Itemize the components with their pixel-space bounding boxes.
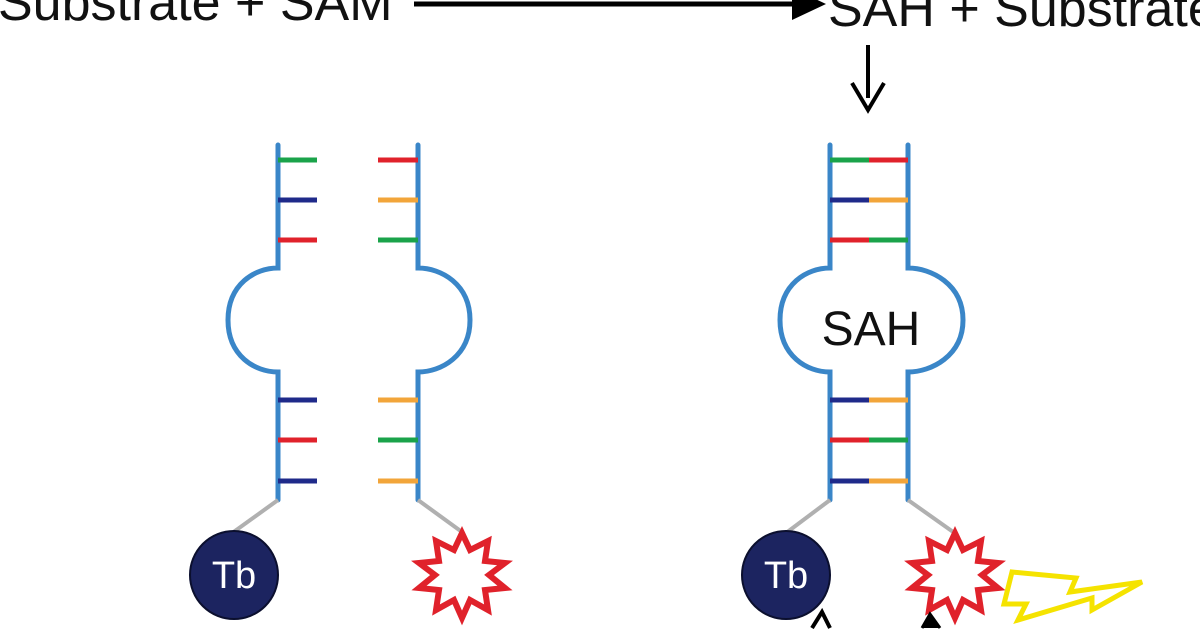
lightning-bolt-icon <box>1000 569 1144 625</box>
right-strand <box>415 142 473 503</box>
excitation-arrow-fragment <box>810 607 832 629</box>
terbium-donor-circle <box>189 530 279 620</box>
terbium-donor-label: Tb <box>212 555 256 597</box>
unbound-aptamer: Tb <box>189 142 513 626</box>
acceptor-linker <box>416 498 464 534</box>
bound-terbium-donor-label: Tb <box>764 555 808 597</box>
bound-right-strand <box>905 142 966 503</box>
bound-left-strand <box>777 142 833 503</box>
reaction-left-text: Substrate + SAM <box>0 0 393 32</box>
bound-aptamer: SAH Tb <box>741 142 1144 629</box>
donor-linker <box>226 498 280 538</box>
fluorophore-star-icon <box>411 525 513 626</box>
bound-terbium-donor-circle <box>741 530 831 620</box>
reaction-right-text: SAH + Substrate <box>828 0 1200 38</box>
emission-arrow-fragment <box>920 611 942 629</box>
bound-acceptor-linker <box>906 498 958 536</box>
down-arrow-head <box>850 81 886 114</box>
reaction-arrow-head <box>792 0 826 20</box>
sah-pocket-label: SAH <box>822 303 921 356</box>
left-strand <box>225 142 281 503</box>
bound-fluorophore-star-icon <box>904 525 1006 626</box>
bound-donor-linker <box>780 498 832 538</box>
